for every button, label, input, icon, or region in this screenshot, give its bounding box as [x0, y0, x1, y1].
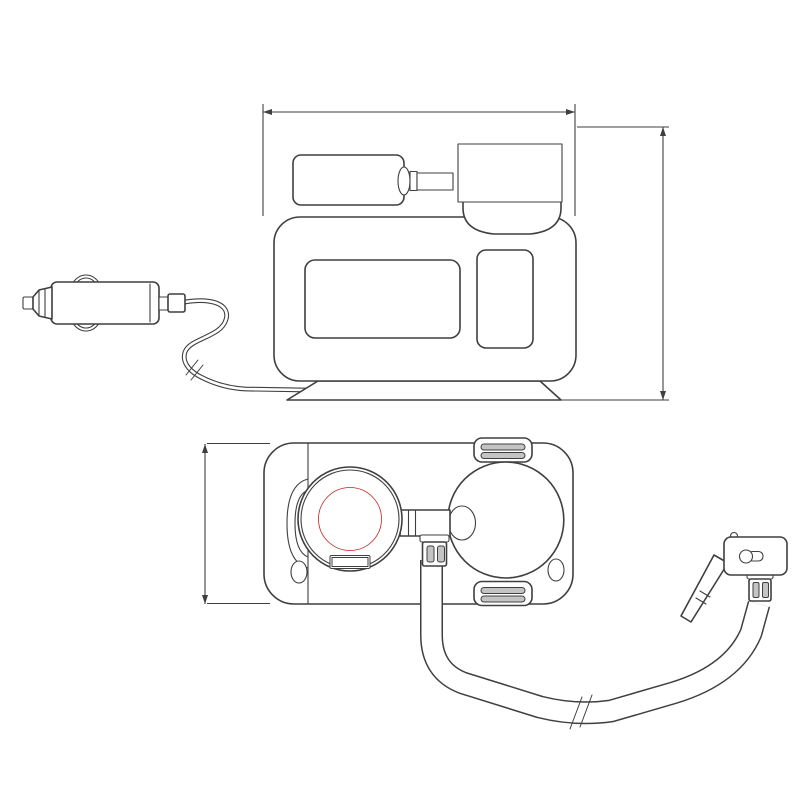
motor-housing	[292, 154, 454, 206]
valve-lever	[680, 554, 729, 623]
pump-outlet	[447, 505, 477, 541]
dimension-right-height	[561, 126, 669, 401]
front-view-drawing	[263, 437, 788, 730]
cylinder-fins	[457, 143, 563, 203]
base-stand	[286, 380, 562, 401]
gauge-brand-plate	[329, 555, 371, 569]
gauge-bezel-outer	[297, 466, 403, 572]
gauge-pipe	[399, 509, 451, 537]
bottom-grip-tab	[473, 580, 533, 607]
top-grip-tab	[473, 437, 533, 463]
left-foot-oval	[290, 560, 308, 584]
right-foot-oval	[547, 558, 565, 582]
cylinder-neck	[462, 201, 562, 235]
label-panel	[304, 259, 461, 339]
plug-body	[50, 281, 160, 325]
air-hose	[420, 560, 771, 730]
cylinder-core	[457, 143, 563, 203]
power-cable	[181, 298, 307, 393]
dimension-top-width	[262, 104, 576, 216]
motor-pipe	[416, 172, 454, 191]
plug-nose	[32, 286, 53, 320]
pressure-gauge	[297, 466, 403, 572]
top-view-drawing	[22, 143, 577, 401]
valve-connector	[680, 531, 788, 623]
plug-connector	[167, 293, 186, 313]
hose-fitting-body	[419, 534, 450, 567]
cable-break-mark	[185, 359, 204, 381]
vent-slots	[476, 249, 534, 349]
plug-tip	[22, 296, 34, 310]
gauge-red-ring	[318, 487, 382, 551]
hose-break-mark	[569, 694, 593, 730]
valve-keyhole-circle	[738, 549, 754, 564]
power-plug	[22, 274, 186, 332]
end-cap-detail-inner	[294, 489, 309, 558]
dimension-front-height	[202, 442, 270, 605]
plug-neck	[158, 296, 169, 311]
hose-fitting-valve	[746, 572, 774, 602]
